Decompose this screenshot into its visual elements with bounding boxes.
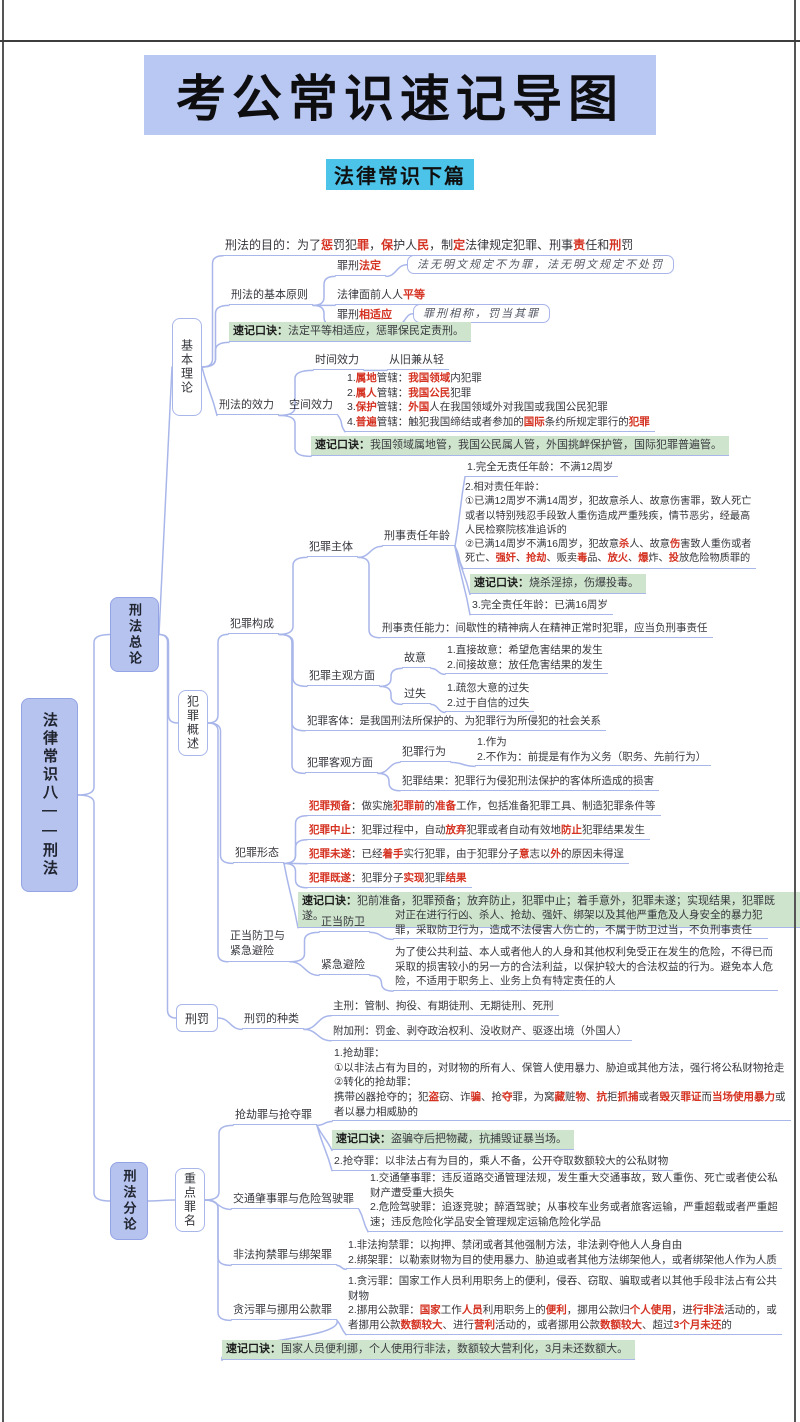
node-criminal-result: 犯罪结果：犯罪行为侵犯刑法保护的客体所造成的损害 <box>400 774 659 791</box>
node-crime-forms: 犯罪形态 <box>233 846 284 864</box>
block-corruption-embezzle: 1.贪污罪：国家工作人员利用职务上的便利，侵吞、窃取、骗取或者以其他手段非法占有… <box>346 1274 782 1335</box>
list-jurisdiction: 1.属地管辖：我国领域内犯罪 2.属人管辖：我国公民犯罪 3.保护管辖：外国人在… <box>345 371 655 432</box>
list-criminal-act: 1.作为 2.不作为：前提是有作为义务（职务、先前行为） <box>475 735 712 767</box>
node-old-lenient: 从旧兼从轻 <box>387 353 449 371</box>
block-justifiable-defense: 对正在进行行凶、杀人、抢劫、强奸、绑架以及其他严重危及人身安全的暴力犯 罪，采取… <box>393 908 768 940</box>
branch-special-part: 刑法分论 <box>110 1162 148 1240</box>
node-age-full: 3.完全责任年龄：已满16周岁 <box>470 598 613 615</box>
node-snatch: 2.抢夺罪：以非法占有为目的，乘人不备，公开夺取数额较大的公私财物 <box>332 1154 674 1171</box>
node-accomplishment: 犯罪既遂：犯罪分子实现犯罪结果 <box>307 871 472 888</box>
node-attempt: 犯罪未遂：已经着手实行犯罪，由于犯罪分子意志以外的原因未得逞 <box>307 847 629 864</box>
page-subtitle: 法律常识下篇 <box>326 159 474 190</box>
node-crime-object: 犯罪客体：是我国刑法所保护的、为犯罪行为所侵犯的社会关系 <box>305 714 606 731</box>
node-defense-necessity: 正当防卫与 紧急避险 <box>228 929 290 962</box>
quote-proportionality: 罪刑相称，罚当其罪 <box>413 304 550 324</box>
node-criminal-age: 刑事责任年龄 <box>382 529 455 547</box>
node-legality-principle: 罪刑法定 <box>335 259 386 277</box>
page-title: 考公常识速记导图 <box>144 55 656 135</box>
top-frame-line <box>0 40 800 42</box>
node-negligence: 过失 <box>402 687 431 705</box>
mnemonic-robbery: 速记口诀：盗骗夺后把物藏，抗捕毁证暴当场。 <box>332 1130 574 1151</box>
branch-basic-theory: 基本理论 <box>172 318 202 416</box>
node-penalty-types: 刑罚的种类 <box>242 1012 304 1030</box>
mnemonic-age: 速记口诀：烧杀淫掠，伤爆投毒。 <box>470 574 646 595</box>
list-intent: 1.直接故意：希望危害结果的发生 2.间接故意：放任危害结果的发生 <box>445 643 608 675</box>
node-discontinuation: 犯罪中止：犯罪过程中，自动放弃犯罪或者自动有效地防止犯罪结果发生 <box>307 823 650 840</box>
mnemonic-jurisdiction: 速记口诀：我国领域属地管，我国公民属人管，外国挑衅保护管，国际犯罪普遍管。 <box>311 436 729 457</box>
quote-legality: 法无明文规定不为罪，法无明文规定不处罚 <box>407 255 674 275</box>
mnemonic-embezzle: 速记口诀：国家人员便利挪，个人使用行非法，数额较大营利化，3月未还数额大。 <box>222 1340 636 1361</box>
node-age-none: 1.完全无责任年龄：不满12周岁 <box>465 460 619 477</box>
block-traffic-crimes: 1.交通肇事罪：违反道路交通管理法规，发生重大交通事故，致人重伤、死亡或者使公私… <box>368 1171 783 1232</box>
node-supplementary-penalties: 附加刑：罚金、剥夺政治权利、没收财产、驱逐出境（外国人） <box>331 1024 632 1041</box>
node-emergency-avoidance: 紧急避险 <box>319 958 370 976</box>
node-detention-kidnap: 非法拘禁罪与绑架罪 <box>231 1248 337 1266</box>
node-criminal-act: 犯罪行为 <box>400 745 451 763</box>
mnemonic-crime-forms: 速记口诀：犯前准备，犯罪预备；放弃防止，犯罪中止；着手意外，犯罪未遂；实现结果，… <box>298 892 800 928</box>
node-robbery-snatch: 抢劫罪与抢夺罪 <box>233 1108 317 1126</box>
block-age-relative: 2.相对责任年龄： ①已满12周岁不满14周岁，犯故意杀人、故意伤害罪，致人死亡… <box>463 481 757 569</box>
node-traffic-crimes: 交通肇事罪与危险驾驶罪 <box>231 1192 359 1210</box>
node-preparation: 犯罪预备：做实施犯罪前的准备工作，包括准备犯罪工具、制造犯罪条件等 <box>307 799 661 816</box>
right-frame-line <box>794 0 796 1422</box>
node-subjective-aspect: 犯罪主观方面 <box>307 669 380 687</box>
node-space-effect: 空间效力 <box>287 398 338 416</box>
branch-penalty: 刑罚 <box>176 1004 218 1032</box>
branch-key-crimes: 重点罪名 <box>175 1168 205 1232</box>
block-emergency-avoidance: 为了使公共利益、本人或者他人的人身和其他权利免受正在发生的危险，不得已而 采取的… <box>393 945 778 992</box>
node-effect-of-law: 刑法的效力 <box>217 398 279 416</box>
node-basic-principles: 刑法的基本原则 <box>229 288 313 306</box>
node-principal-penalties: 主刑：管制、拘役、有期徒刑、无期徒刑、死刑 <box>331 999 559 1016</box>
root-node: 法律常识八——刑法 <box>21 698 78 892</box>
mnemonic-principles: 速记口诀：法定平等相适应，惩罪保民定责刑。 <box>229 322 471 343</box>
branch-crime-overview: 犯罪概述 <box>178 690 208 756</box>
node-justifiable-defense: 正当防卫 <box>319 915 370 933</box>
node-objective-aspect: 犯罪客观方面 <box>305 756 378 774</box>
block-detention-kidnap: 1.非法拘禁罪：以拘押、禁闭或者其他强制方法，非法剥夺他人人身自由 2.绑架罪：… <box>346 1238 782 1270</box>
node-corruption-embezzle: 贪污罪与挪用公款罪 <box>231 1303 337 1321</box>
node-crime-elements: 犯罪构成 <box>228 617 279 635</box>
node-crime-subject: 犯罪主体 <box>307 540 358 558</box>
node-purpose: 刑法的目的：为了惩罚犯罪，保护人民，制定法律规定犯罪、刑事责任和刑罚 <box>223 237 639 256</box>
node-equality-principle: 法律面前人人平等 <box>335 288 430 306</box>
node-time-effect: 时间效力 <box>313 353 364 371</box>
list-negligence: 1.疏忽大意的过失 2.过于自信的过失 <box>445 681 535 713</box>
left-frame-line <box>2 0 4 1422</box>
block-robbery: 1.抢劫罪： ①以非法占有为目的，对财物的所有人、保管人使用暴力、胁迫或其他方法… <box>332 1046 791 1122</box>
branch-general-part: 刑法总论 <box>110 597 159 672</box>
node-criminal-capacity: 刑事责任能力：间歇性的精神病人在精神正常时犯罪，应当负刑事责任 <box>380 621 713 638</box>
node-intent: 故意 <box>402 651 431 669</box>
